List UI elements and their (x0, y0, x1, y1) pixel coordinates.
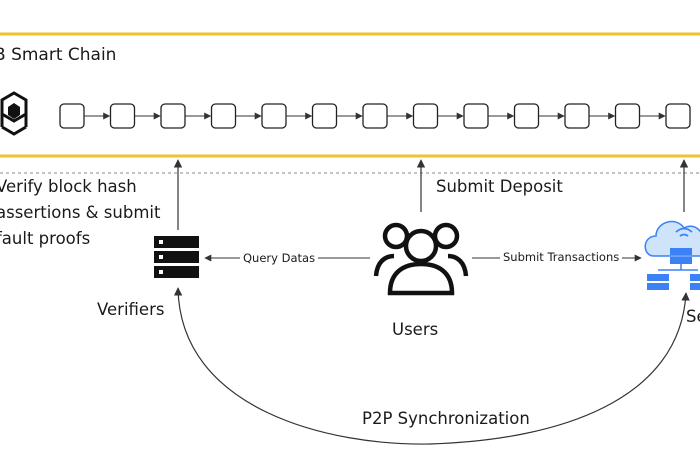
chain-block (614, 103, 641, 129)
chain-block (362, 103, 388, 129)
submit-deposit-label: Submit Deposit (436, 177, 563, 196)
chain-block (513, 103, 540, 129)
cloud-server-icon (644, 220, 700, 290)
chain-block (160, 103, 186, 129)
cube-cluster-icon (0, 91, 28, 136)
chain-block (59, 103, 85, 129)
chain-block (463, 103, 489, 129)
users-group-icon (373, 222, 469, 296)
verifiers-label: Verifiers (97, 300, 165, 319)
p2p-sync-label: P2P Synchronization (362, 409, 530, 428)
query-datas-label: Query Datas (240, 251, 319, 265)
chain-block (109, 103, 136, 129)
chain-block (261, 103, 287, 129)
p2p-sync-curve (173, 287, 690, 445)
submit-transactions-label: Submit Transactions (500, 250, 623, 264)
chain-block (210, 103, 237, 129)
chain-block (665, 103, 691, 129)
chain-blocks (59, 103, 691, 129)
chain-block (412, 103, 439, 129)
verify-text-line-2: assertions & submit (0, 203, 161, 222)
chain-block (311, 103, 338, 129)
verify-text-line-1: Verify block hash (0, 177, 137, 196)
chain-block (564, 103, 590, 129)
server-stack-icon (154, 236, 199, 278)
verify-text-line-3: fault proofs (0, 229, 91, 248)
sequencer-label: Se (686, 307, 700, 326)
users-label: Users (392, 320, 439, 339)
chain-title: B Smart Chain (0, 45, 117, 65)
chain-band (0, 32, 700, 158)
